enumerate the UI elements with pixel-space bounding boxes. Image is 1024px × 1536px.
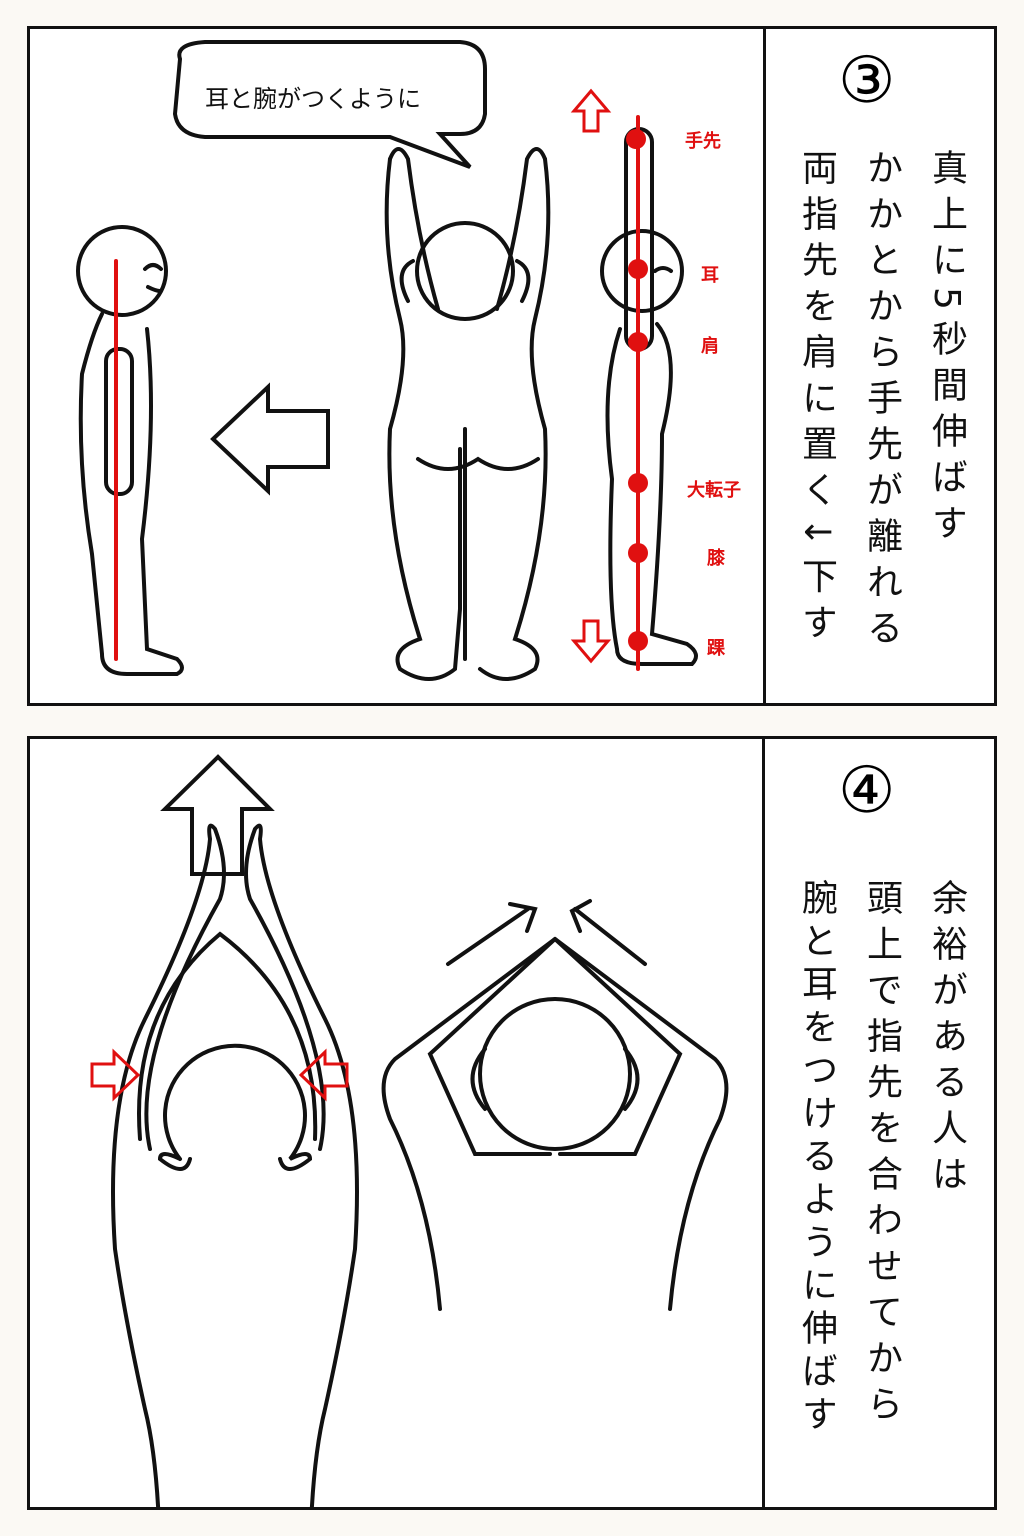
figure-fingertips-touching [381,899,729,1311]
arrow-up-large-icon [160,754,275,876]
label-greater-trochanter: 大転子 [687,480,741,501]
stretch-illustration-step-4 [90,754,729,1507]
step-number: ④ [838,754,896,828]
arrow-up-icon [570,88,612,133]
instruction-line: 腕と耳をつけるように伸ばす [796,879,837,1438]
label-fingertip: 手先 [685,131,721,152]
instruction-line: 真上に5秒間伸ばす [926,149,967,550]
side-figure-before [76,225,184,676]
label-knee: 膝 [707,548,725,569]
arrow-down-icon [570,619,612,664]
stretch-illustration-step-3 [76,40,698,681]
label-ankle: 踝 [707,638,725,659]
instruction-line: 頭上で指先を合わせてから [861,879,902,1431]
instructions-step-3: ③ 真上に5秒間伸ばす かかとから手先が離れる 両指先を肩に置く↓下す [762,29,994,703]
arrow-left-icon [298,1048,349,1102]
panel-step-4: ④ 余裕がある人は 頭上で指先を合わせてから 腕と耳をつけるように伸ばす [27,736,997,1510]
front-figure-arms-up [384,147,551,681]
panel-step-3: 耳と腕がつくように 手先 耳 肩 大転子 膝 踝 ③ 真上に5秒間伸ばす かかと… [27,26,997,706]
label-ear: 耳 [701,265,719,286]
side-figure-stretched [600,115,698,671]
arrow-right-icon [90,1048,141,1102]
instructions-step-4: ④ 余裕がある人は 頭上で指先を合わせてから 腕と耳をつけるように伸ばす [762,739,994,1507]
instruction-line: 両指先を肩に置く↓下す [796,149,837,650]
speech-bubble-text: 耳と腕がつくように [205,85,421,113]
instruction-line: 余裕がある人は [926,879,967,1201]
speech-bubble [172,40,487,169]
step-number: ③ [838,44,896,118]
arrow-left-icon [210,382,330,496]
label-shoulder: 肩 [701,336,719,357]
instruction-line: かかとから手先が離れる [861,149,902,655]
figure-palms-together [111,823,359,1507]
